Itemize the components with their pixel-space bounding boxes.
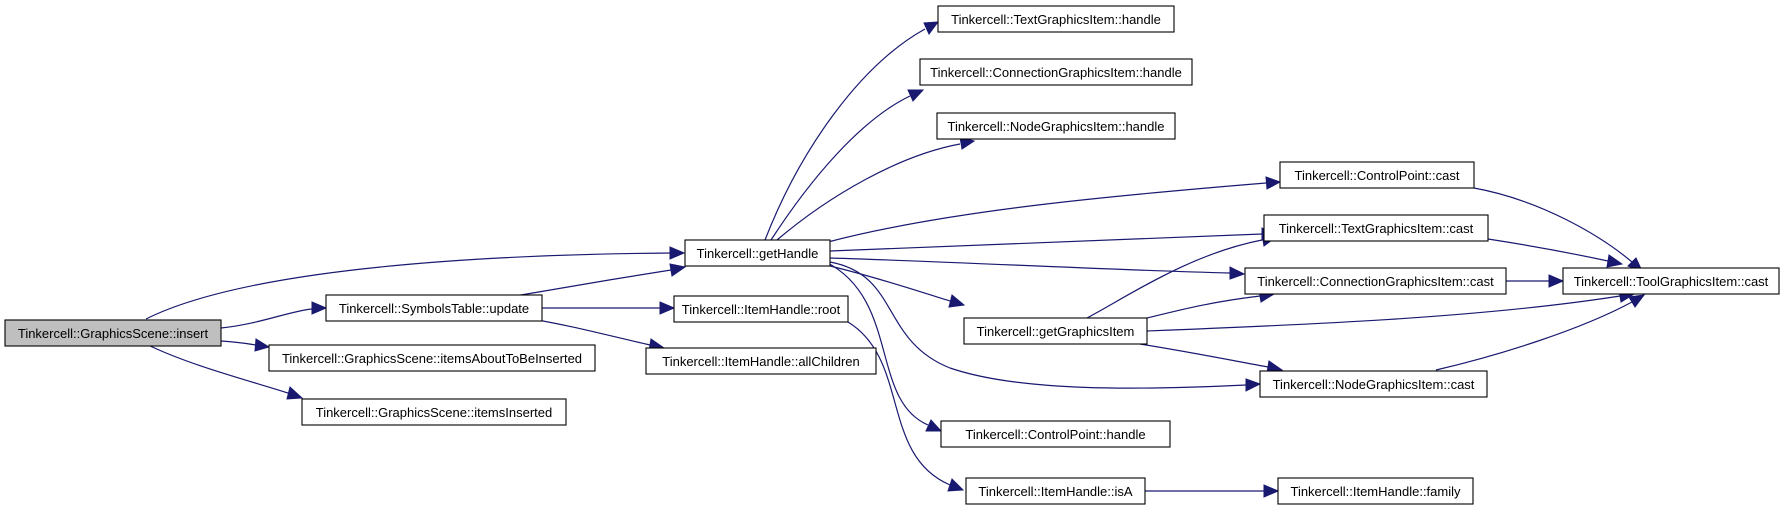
edge-insert-symupdate — [220, 301, 328, 329]
node-symbolstable-update[interactable]: Tinkercell::SymbolsTable::update — [325, 294, 543, 322]
edge-symupdate-root — [541, 301, 676, 315]
node-connectiongraphicsitem-handle[interactable]: Tinkercell::ConnectionGraphicsItem::hand… — [919, 58, 1193, 86]
edge-isa-family — [1144, 484, 1280, 498]
node-gethandle[interactable]: Tinkercell::getHandle — [684, 239, 831, 267]
node-itemhandle-allchildren[interactable]: Tinkercell::ItemHandle::allChildren — [645, 347, 877, 375]
edge-textgi-cast-toolgi-cast — [1487, 238, 1624, 268]
edge-insert-aboutins — [220, 338, 271, 352]
node-label: Tinkercell::NodeGraphicsItem::cast — [1273, 377, 1475, 392]
edge-insert-inserted — [147, 344, 304, 400]
node-connectiongraphicsitem-cast[interactable]: Tinkercell::ConnectionGraphicsItem::cast — [1244, 267, 1507, 295]
edge-gethandle-cp-handle — [825, 261, 943, 432]
node-label: Tinkercell::ItemHandle::allChildren — [662, 354, 860, 369]
node-label: Tinkercell::ItemHandle::isA — [978, 484, 1132, 499]
node-label: Tinkercell::ItemHandle::root — [682, 302, 841, 317]
node-controlpoint-handle[interactable]: Tinkercell::ControlPoint::handle — [940, 420, 1171, 448]
node-label: Tinkercell::ConnectionGraphicsItem::cast — [1257, 274, 1494, 289]
node-label: Tinkercell::TextGraphicsItem::cast — [1279, 221, 1474, 236]
node-graphicsscene-insert[interactable]: Tinkercell::GraphicsScene::insert — [4, 319, 222, 347]
edge-gethandle-nodegi-cast — [829, 261, 1262, 392]
edge-gethandle-conngi-cast — [829, 257, 1246, 280]
edge-symupdate-gethandle — [514, 263, 687, 297]
node-label: Tinkercell::ControlPoint::handle — [965, 427, 1145, 442]
node-items-inserted[interactable]: Tinkercell::GraphicsScene::itemsInserted — [301, 398, 567, 426]
edge-nodegi-cast-toolgi-cast — [1435, 294, 1646, 371]
node-itemhandle-root[interactable]: Tinkercell::ItemHandle::root — [673, 295, 849, 323]
edge-cp-cast-toolgi-cast — [1473, 187, 1643, 272]
edge-insert-gethandle — [145, 246, 686, 320]
edge-gethandle-conngi-handle — [770, 89, 925, 241]
node-getgraphicsitem[interactable]: Tinkercell::getGraphicsItem — [963, 317, 1148, 345]
edge-gethandle-cp-cast — [827, 176, 1282, 243]
node-itemhandle-family[interactable]: Tinkercell::ItemHandle::family — [1277, 477, 1474, 505]
node-label: Tinkercell::ToolGraphicsItem::cast — [1574, 274, 1769, 289]
node-nodegraphicsitem-handle[interactable]: Tinkercell::NodeGraphicsItem::handle — [936, 112, 1176, 140]
node-label: Tinkercell::SymbolsTable::update — [339, 301, 529, 316]
edge-gethandle-textgi-handle — [764, 21, 940, 241]
node-label: Tinkercell::GraphicsScene::itemsInserted — [316, 405, 553, 420]
edge-gethandle-textgi-cast — [829, 227, 1278, 252]
node-label: Tinkercell::ItemHandle::family — [1290, 484, 1461, 499]
node-toolgraphicsitem-cast[interactable]: Tinkercell::ToolGraphicsItem::cast — [1562, 267, 1780, 295]
edge-getgi-toolgi-cast — [1146, 289, 1636, 332]
node-items-about-to-be-inserted[interactable]: Tinkercell::GraphicsScene::itemsAboutToB… — [268, 344, 596, 372]
edge-getgi-nodegi-cast — [1139, 343, 1284, 374]
node-itemhandle-isa[interactable]: Tinkercell::ItemHandle::isA — [965, 477, 1146, 505]
node-label: Tinkercell::ControlPoint::cast — [1295, 168, 1460, 183]
node-nodegraphicsitem-cast[interactable]: Tinkercell::NodeGraphicsItem::cast — [1259, 370, 1488, 398]
node-label: Tinkercell::TextGraphicsItem::handle — [951, 12, 1161, 27]
node-label: Tinkercell::getHandle — [697, 246, 819, 261]
node-label: Tinkercell::NodeGraphicsItem::handle — [947, 119, 1164, 134]
node-textgraphicsitem-cast[interactable]: Tinkercell::TextGraphicsItem::cast — [1263, 214, 1489, 242]
node-label: Tinkercell::getGraphicsItem — [977, 324, 1135, 339]
node-label: Tinkercell::GraphicsScene::insert — [18, 326, 209, 341]
edge-gethandle-nodegi-handle — [776, 136, 976, 241]
edge-conngi-cast-toolgi-cast — [1506, 274, 1565, 288]
node-label: Tinkercell::GraphicsScene::itemsAboutToB… — [282, 351, 582, 366]
node-textgraphicsitem-handle[interactable]: Tinkercell::TextGraphicsItem::handle — [937, 5, 1175, 33]
edge-root-isa — [847, 321, 965, 492]
node-controlpoint-cast[interactable]: Tinkercell::ControlPoint::cast — [1279, 161, 1475, 189]
node-label: Tinkercell::ConnectionGraphicsItem::hand… — [930, 65, 1182, 80]
edge-gethandle-getgi — [829, 265, 966, 308]
